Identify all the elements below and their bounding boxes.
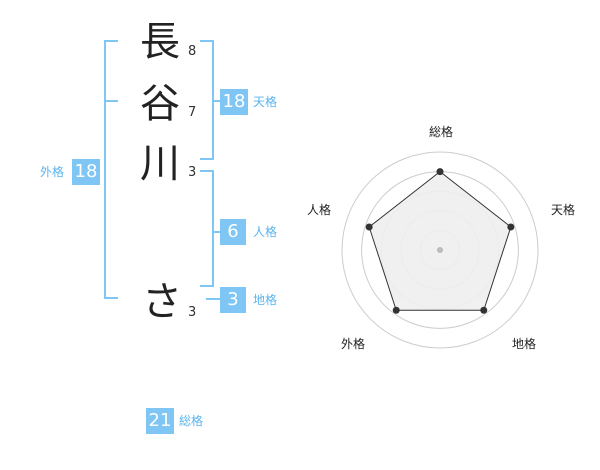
soukaku-label: 総格 bbox=[179, 414, 204, 428]
stroke-count-1: 8 bbox=[188, 44, 197, 59]
radar-label-soukaku: 総格 bbox=[428, 125, 453, 139]
tenkaku-value: 18 bbox=[220, 89, 248, 115]
jinkaku-label: 人格 bbox=[253, 225, 278, 239]
gaikaku-value: 18 bbox=[72, 159, 100, 185]
soukaku-value: 21 bbox=[146, 408, 174, 434]
radar-center-dot bbox=[437, 247, 443, 253]
chikaku-label: 地格 bbox=[253, 293, 278, 307]
jinkaku-bracket bbox=[200, 170, 214, 287]
stroke-count-3: 3 bbox=[188, 165, 197, 180]
radar-ring bbox=[341, 151, 539, 349]
radar-point bbox=[507, 223, 515, 231]
chikaku-connector bbox=[206, 298, 222, 300]
radar-label-tenkaku: 天格 bbox=[550, 203, 575, 217]
tenkaku-connector bbox=[212, 100, 222, 102]
name-char-3: 川 bbox=[140, 141, 180, 187]
chikaku-value: 3 bbox=[220, 287, 246, 313]
radar-label-gaikaku: 外格 bbox=[340, 337, 365, 351]
jinkaku-connector bbox=[212, 231, 222, 233]
radar-polygon bbox=[368, 170, 512, 311]
radar-label-chikaku: 地格 bbox=[511, 337, 536, 351]
radar-point bbox=[392, 306, 400, 314]
radar-chart bbox=[341, 151, 539, 349]
gaikaku-connector bbox=[104, 100, 118, 102]
stroke-count-2: 7 bbox=[188, 105, 197, 120]
radar-point bbox=[436, 168, 444, 176]
gaikaku-label: 外格 bbox=[40, 165, 65, 179]
radar-point bbox=[480, 306, 488, 314]
jinkaku-value: 6 bbox=[220, 219, 246, 245]
stroke-count-4: 3 bbox=[188, 305, 197, 320]
name-char-4: さ bbox=[142, 279, 182, 325]
radar-point bbox=[365, 223, 373, 231]
name-char-1: 長 bbox=[140, 19, 180, 65]
radar-label-jinkaku: 人格 bbox=[306, 203, 331, 217]
name-char-2: 谷 bbox=[140, 81, 180, 127]
gaikaku-bracket bbox=[104, 40, 118, 299]
tenkaku-label: 天格 bbox=[253, 95, 278, 109]
